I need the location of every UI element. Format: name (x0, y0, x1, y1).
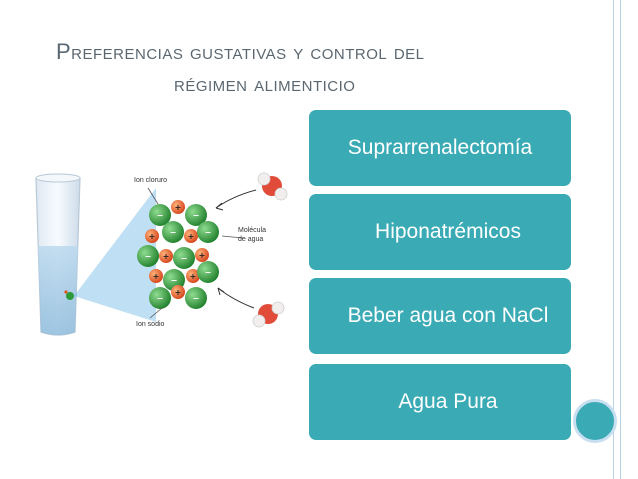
ion-cluster (137, 200, 219, 309)
ion-charge-signs: − − − − − − − − − − + + + + + + + + (145, 203, 212, 303)
svg-text:−: − (193, 211, 200, 220)
label-de-agua: de agua (238, 236, 263, 243)
title-line-2: régimen alimenticio (174, 70, 356, 96)
svg-text:−: − (181, 254, 188, 263)
svg-text:+: + (175, 203, 182, 212)
svg-text:−: − (145, 252, 152, 261)
slide-title: Preferencias gustativas y control del ré… (56, 36, 576, 100)
decorative-circle (573, 399, 617, 443)
svg-text:+: + (175, 288, 182, 297)
glass-icon (35, 173, 81, 336)
svg-text:−: − (157, 211, 164, 220)
svg-text:−: − (205, 268, 212, 277)
box-hiponatremicos: Hiponatrémicos (309, 194, 571, 270)
frame-line (613, 0, 614, 479)
label-ion-cloruro: Ion cloruro (134, 177, 167, 184)
salt-dissolution-illustration: Ion cloruro Molécula de agua Ion sodio −… (35, 172, 288, 336)
label-molecula: Molécula (238, 227, 266, 234)
title-line-1: Preferencias gustativas y control del (56, 39, 425, 64)
svg-text:+: + (190, 272, 197, 281)
water-molecule-icon (252, 301, 285, 328)
water-molecule-icon (257, 172, 288, 201)
box-beber-agua-nacl: Beber agua con NaCl (309, 278, 571, 354)
svg-text:+: + (163, 252, 170, 261)
arrow-icon (215, 189, 257, 309)
svg-text:−: − (171, 276, 178, 285)
svg-text:+: + (153, 272, 160, 281)
leader-lines (147, 187, 244, 319)
svg-text:−: − (193, 294, 200, 303)
svg-text:+: + (188, 232, 195, 241)
svg-text:−: − (157, 294, 164, 303)
svg-text:−: − (170, 228, 177, 237)
box-suprarrenalectomia: Suprarrenalectomía (309, 110, 571, 186)
frame-line (620, 0, 621, 479)
svg-text:−: − (205, 228, 212, 237)
zoom-cone (74, 188, 156, 322)
svg-text:+: + (149, 232, 156, 241)
label-ion-sodio: Ion sodio (136, 321, 165, 328)
svg-text:+: + (199, 251, 206, 260)
box-agua-pura: Agua Pura (309, 364, 571, 440)
